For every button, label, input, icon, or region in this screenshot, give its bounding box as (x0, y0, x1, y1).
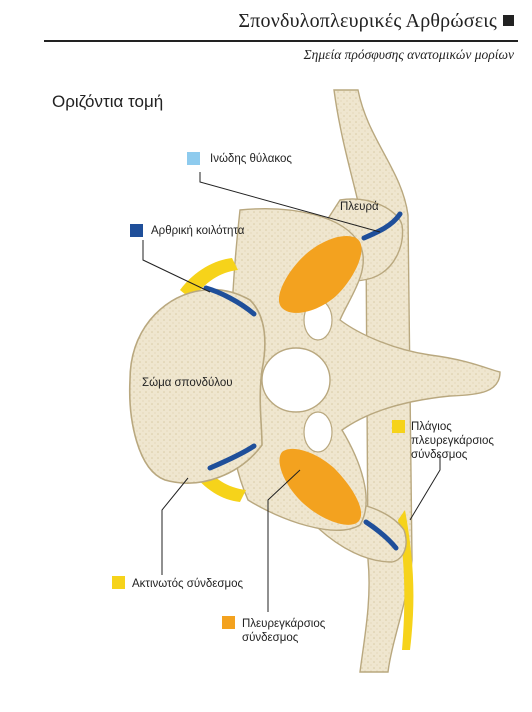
leader-lateral-ligament (409, 455, 441, 521)
label-lateral-ligament-1: Πλάγιος (411, 421, 452, 433)
leader-costotransverse-ligament (267, 469, 301, 612)
radiate-ligament-upper (180, 258, 238, 300)
leader-capsule (199, 172, 381, 233)
articular-cavity-body-lower (207, 443, 257, 471)
lateral-ligament-swatch (392, 420, 405, 433)
articular-cavity-rib-upper (361, 211, 403, 241)
leader-radiate-ligament (161, 477, 189, 575)
costotransverse-ligament-upper (278, 235, 362, 313)
label-lateral-ligament-2: πλευρεγκάρσιος (411, 435, 494, 447)
radiate-ligament-swatch (112, 576, 125, 589)
costotransverse-ligament-lower (279, 448, 362, 525)
title-square-icon (503, 15, 514, 26)
label-lateral-ligament-3: σύνδεσμος (411, 449, 468, 461)
lower-facet (303, 411, 333, 453)
capsule-swatch (187, 152, 200, 165)
vertebral-body (128, 288, 266, 484)
section-heading: Οριζόντια τομή (52, 92, 164, 111)
label-articular-cavity: Αρθρική κοιλότητα (151, 225, 245, 237)
leader-articular-cavity (142, 240, 211, 293)
articular-cavity-rib-lower (363, 519, 399, 551)
label-rib: Πλευρά (340, 201, 379, 213)
vertebral-canal (261, 347, 331, 413)
page-subtitle: Σημεία πρόσφυσης ανατομικών μορίων (303, 47, 514, 62)
costotransverse-ligament-swatch (222, 616, 235, 629)
label-costotransverse-ligament-2: σύνδεσμος (242, 632, 299, 644)
label-vertebral-body: Σώμα σπονδύλου (142, 377, 233, 389)
articular-cavity-swatch (130, 224, 143, 237)
label-capsule: Ινώδης θύλακος (210, 153, 292, 165)
label-radiate-ligament: Ακτινωτός σύνδεσμος (132, 578, 244, 590)
label-costotransverse-ligament-1: Πλευρεγκάρσιος (242, 618, 326, 630)
page-title: Σπονδυλοπλευρικές Αρθρώσεις (238, 10, 514, 33)
title-rule (44, 40, 518, 42)
articular-cavity-body-upper (203, 285, 257, 317)
